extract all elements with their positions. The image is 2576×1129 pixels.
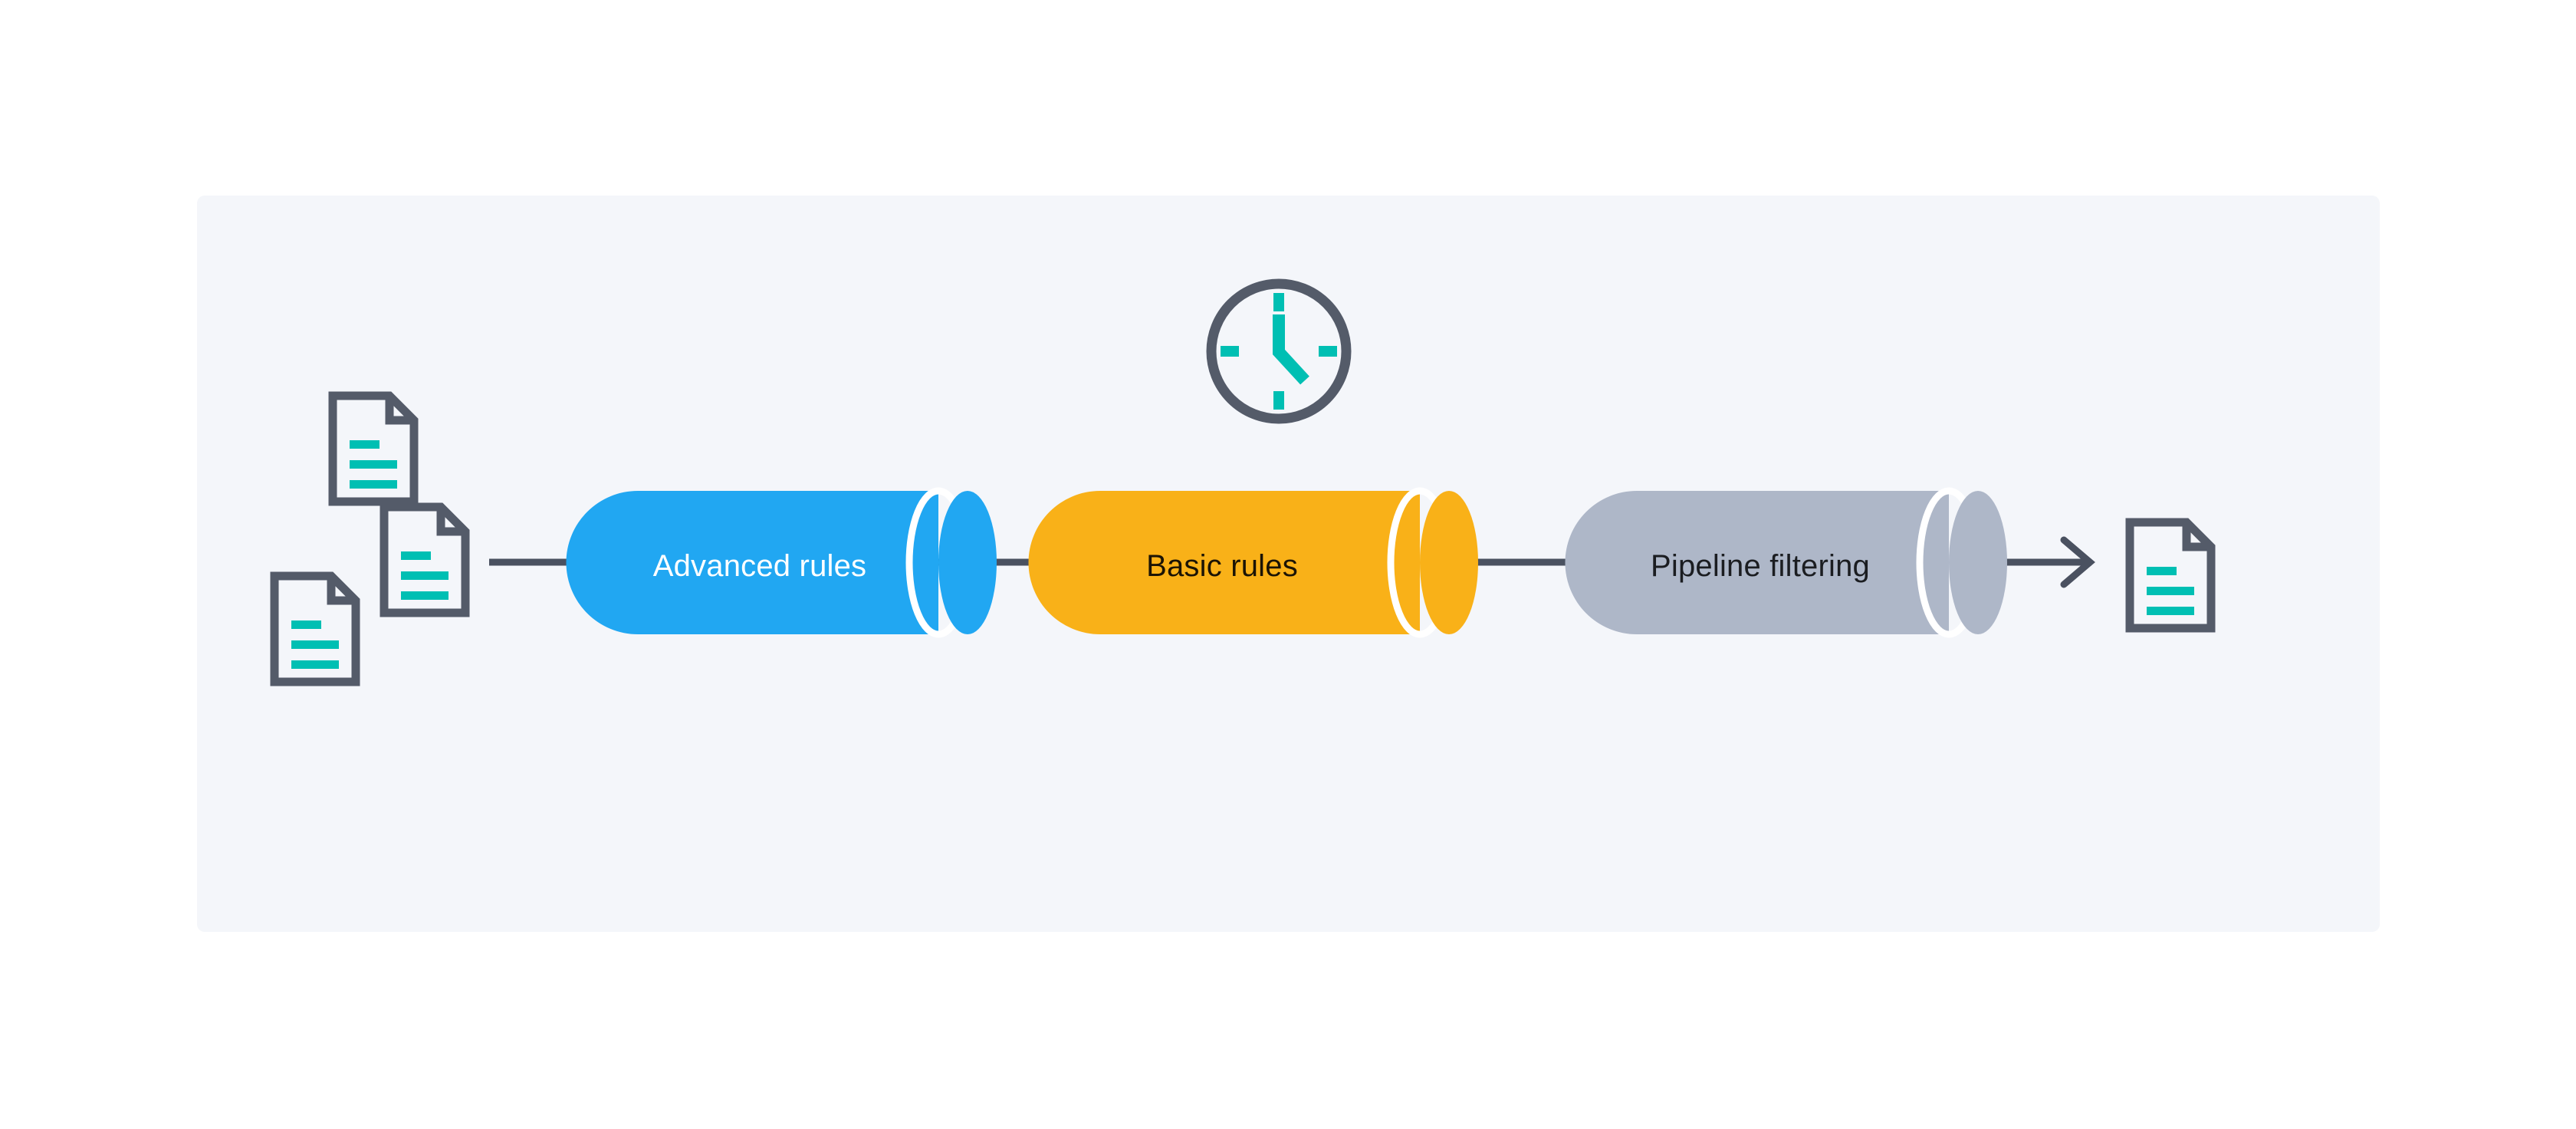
stage-label-pipeline-filtering: Pipeline filtering [1651,549,1870,583]
arrowhead-icon [2060,536,2095,588]
document-icon [333,396,414,502]
document-icon [2130,522,2211,628]
document-icon [274,576,356,682]
document-icon [384,507,465,613]
stage-cylinder-advanced-rules[interactable] [566,487,997,638]
stage-cylinder-pipeline-filtering[interactable] [1565,487,2008,638]
stage-cylinder-basic-rules[interactable] [1028,487,1478,638]
stage-label-advanced-rules: Advanced rules [652,549,867,583]
clock-icon [1211,284,1346,419]
stage-label-basic-rules: Basic rules [1146,549,1298,583]
